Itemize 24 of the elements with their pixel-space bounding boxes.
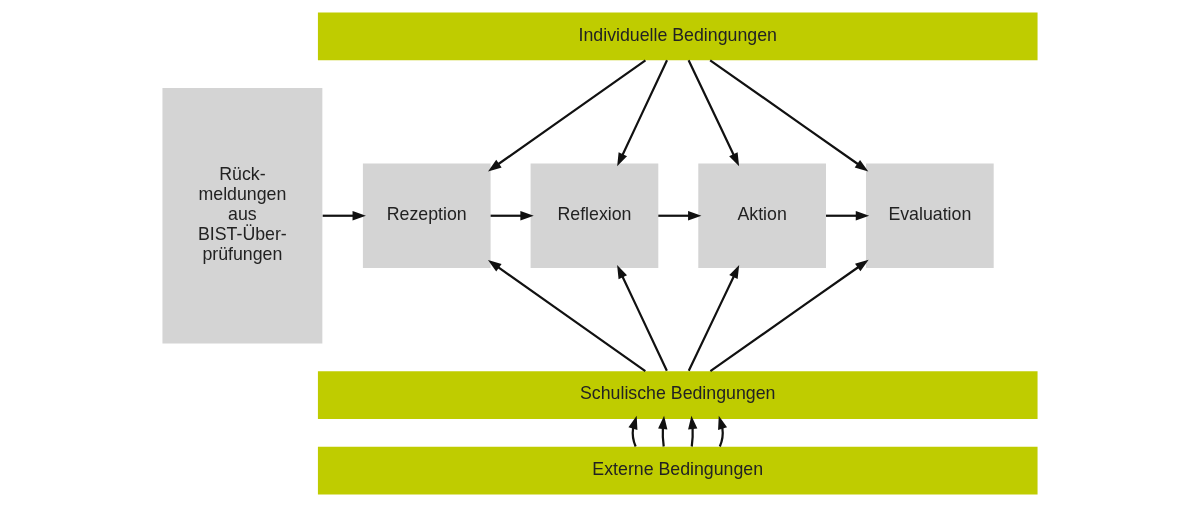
arrow xyxy=(688,415,698,447)
node-box: Rezeption xyxy=(362,163,491,268)
node-box: Evaluation xyxy=(866,163,994,268)
arrow xyxy=(488,59,647,172)
arrow xyxy=(687,59,740,167)
arrow xyxy=(709,59,869,172)
arrow xyxy=(658,415,668,447)
node-box: Schulische Bedingungen xyxy=(317,371,1038,419)
node-box: Aktion xyxy=(698,163,826,268)
arrow xyxy=(628,415,638,447)
arrow xyxy=(826,211,870,221)
arrow xyxy=(487,260,646,372)
arrow xyxy=(617,59,669,167)
arrow xyxy=(718,415,728,447)
node-box: Individuelle Bedingungen xyxy=(317,12,1038,61)
arrow xyxy=(658,211,702,221)
node-box: Rück- meldungen aus BIST-Über- prüfungen xyxy=(162,88,323,344)
arrow xyxy=(322,211,366,221)
arrow xyxy=(490,211,534,221)
arrow xyxy=(617,265,668,372)
arrow xyxy=(709,259,869,372)
arrow xyxy=(687,265,740,372)
node-box: Externe Bedingungen xyxy=(317,446,1038,495)
node-box: Reflexion xyxy=(530,163,659,268)
